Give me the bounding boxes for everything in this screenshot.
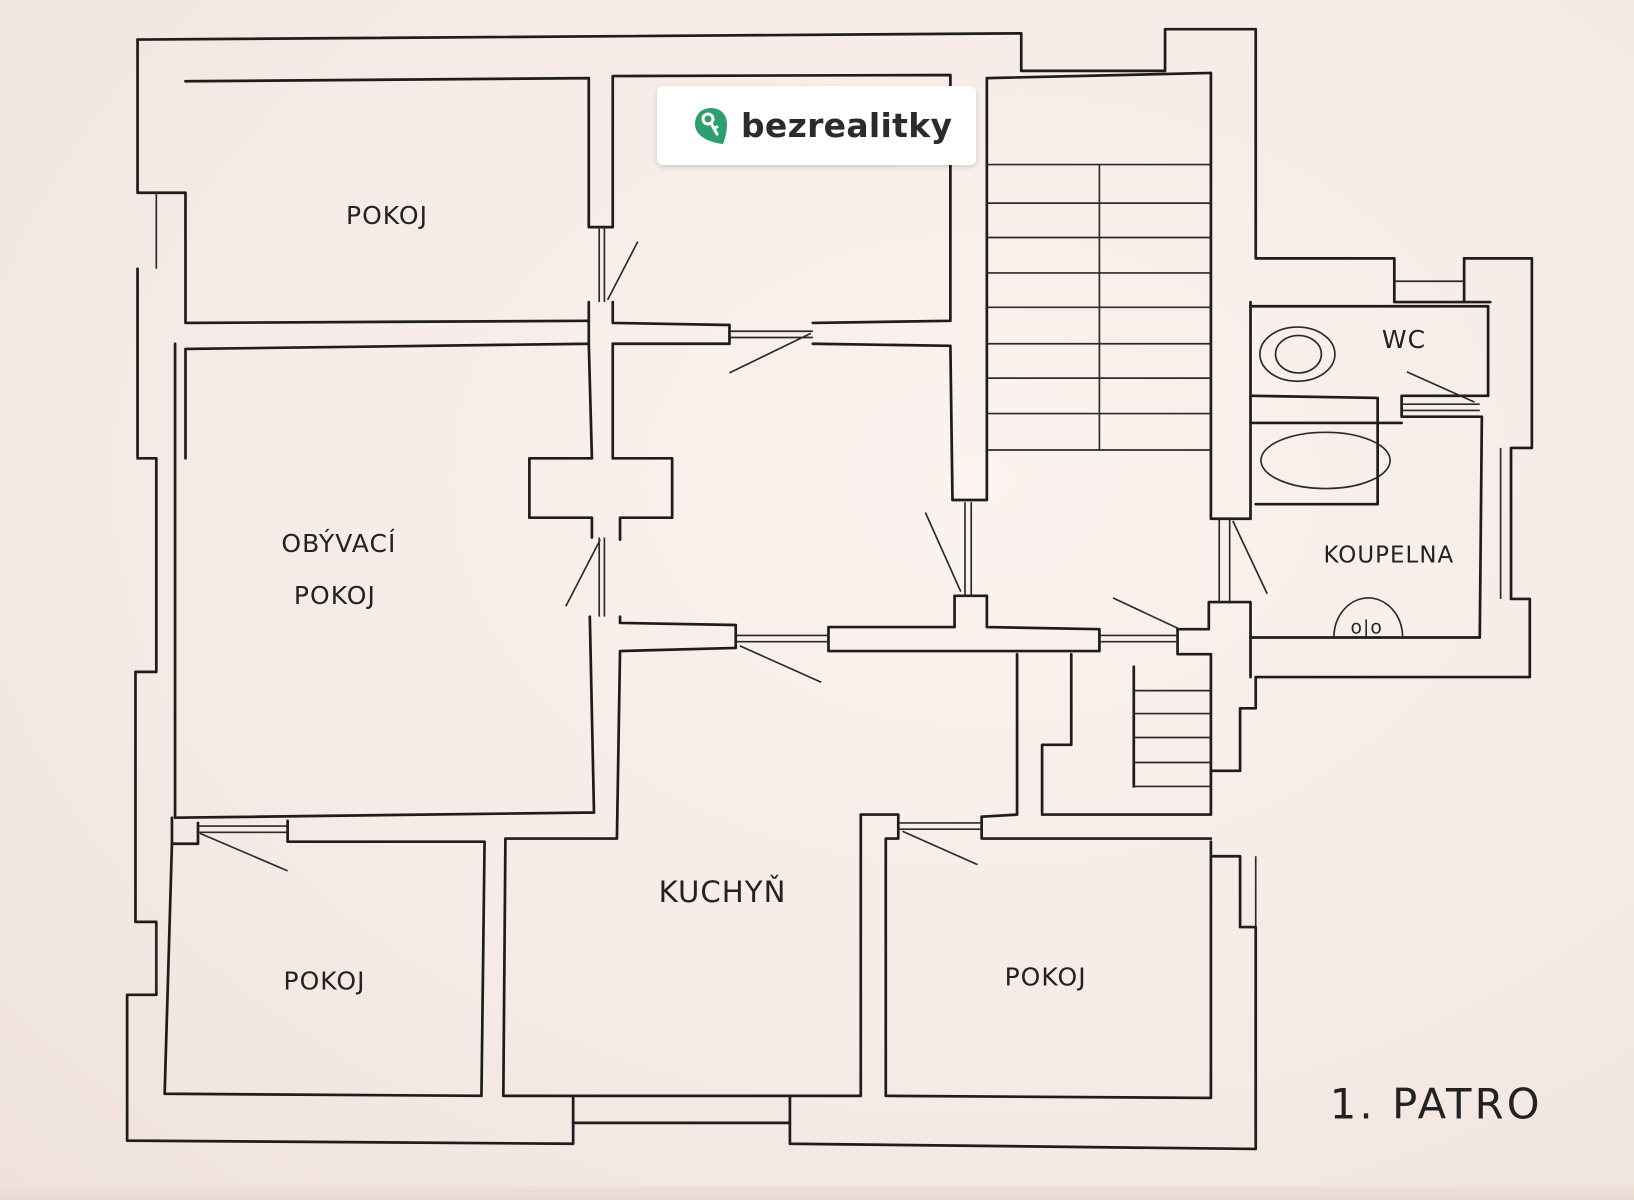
key-pin-icon	[695, 107, 727, 144]
room-label-bathroom: KOUPELNA	[1323, 543, 1454, 569]
room-label-top-left: POKOJ	[346, 201, 428, 230]
paper-edge-shadow	[0, 1186, 1634, 1200]
room-label-wc: WC	[1382, 325, 1426, 354]
sink-label: o|o	[1351, 617, 1383, 638]
staircase-main	[986, 163, 1211, 451]
staircase-small	[1132, 665, 1211, 788]
brand-logo-badge[interactable]: bezrealitky	[657, 86, 976, 165]
room-label-bottom-right: POKOJ	[1005, 962, 1087, 991]
bathtub	[1260, 431, 1391, 490]
toilet	[1259, 326, 1336, 383]
room-label-bottom-left: POKOJ	[283, 967, 365, 996]
door-swings	[155, 192, 1502, 992]
inner-walls	[163, 71, 1490, 1100]
room-label-kitchen: KUCHYŇ	[659, 875, 787, 909]
floor-label: 1. PATRO	[1330, 1080, 1543, 1129]
brand-name: bezrealitky	[741, 106, 953, 145]
room-label-living-line2: POKOJ	[294, 581, 376, 610]
fixtures: o|o	[1259, 326, 1404, 638]
sink	[1333, 597, 1404, 638]
room-label-living-line1: OBÝVACÍ	[281, 529, 396, 558]
